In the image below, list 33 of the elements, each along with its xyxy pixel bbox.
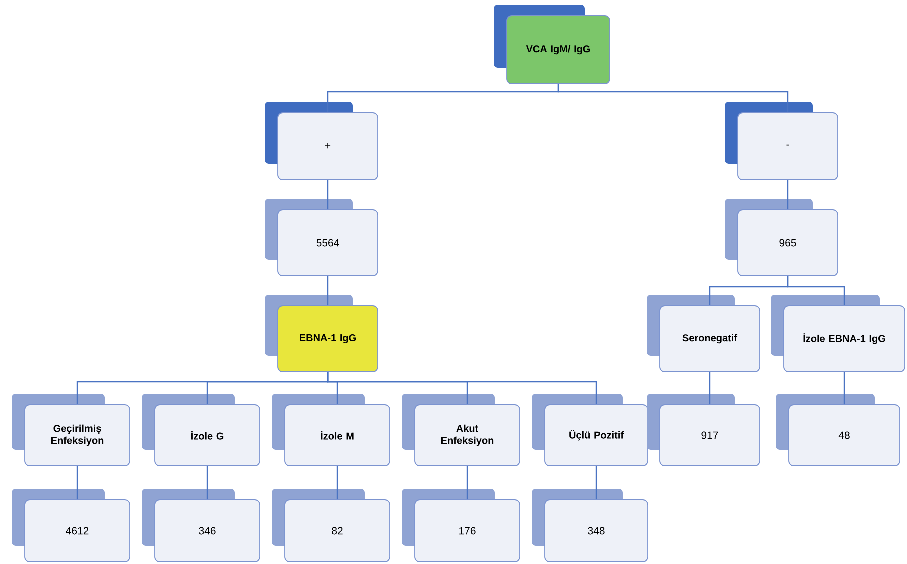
process-box: Akut Enfeksiyon	[402, 394, 520, 466]
connector-line	[787, 276, 846, 306]
process-box: 82	[272, 489, 390, 562]
connector-line	[327, 180, 329, 210]
process-box: 48	[776, 394, 900, 466]
connector-line	[336, 466, 338, 500]
connector-line	[596, 466, 598, 500]
process-box: Geçirilmiş Enfeksiyon	[12, 394, 130, 466]
process-box: İzole G	[142, 394, 260, 466]
connector-line	[76, 466, 78, 500]
process-box: Seronegatif	[647, 295, 760, 372]
process-box: 5564	[265, 199, 378, 276]
process-box: 4612	[12, 489, 130, 562]
connector-line	[327, 372, 598, 405]
process-box: +	[265, 102, 378, 180]
process-box: 346	[142, 489, 260, 562]
process-box: -	[725, 102, 838, 180]
connector-line	[466, 466, 468, 500]
connector-line	[709, 372, 711, 405]
process-box: İzole EBNA-1 IgG	[771, 295, 906, 372]
connector-line	[844, 372, 846, 405]
process-box: VCA IgM/ IgG	[494, 5, 610, 84]
process-box: 917	[647, 394, 760, 466]
connector-line	[558, 84, 789, 113]
process-box: 176	[402, 489, 520, 562]
process-box: 348	[532, 489, 648, 562]
process-box: İzole M	[272, 394, 390, 466]
connector-line	[206, 466, 208, 500]
connector-line	[327, 276, 329, 306]
connector-line	[787, 180, 789, 210]
process-box: EBNA-1 IgG	[265, 295, 378, 372]
process-box: 965	[725, 199, 838, 276]
process-box: Üçlü Pozitif	[532, 394, 648, 466]
